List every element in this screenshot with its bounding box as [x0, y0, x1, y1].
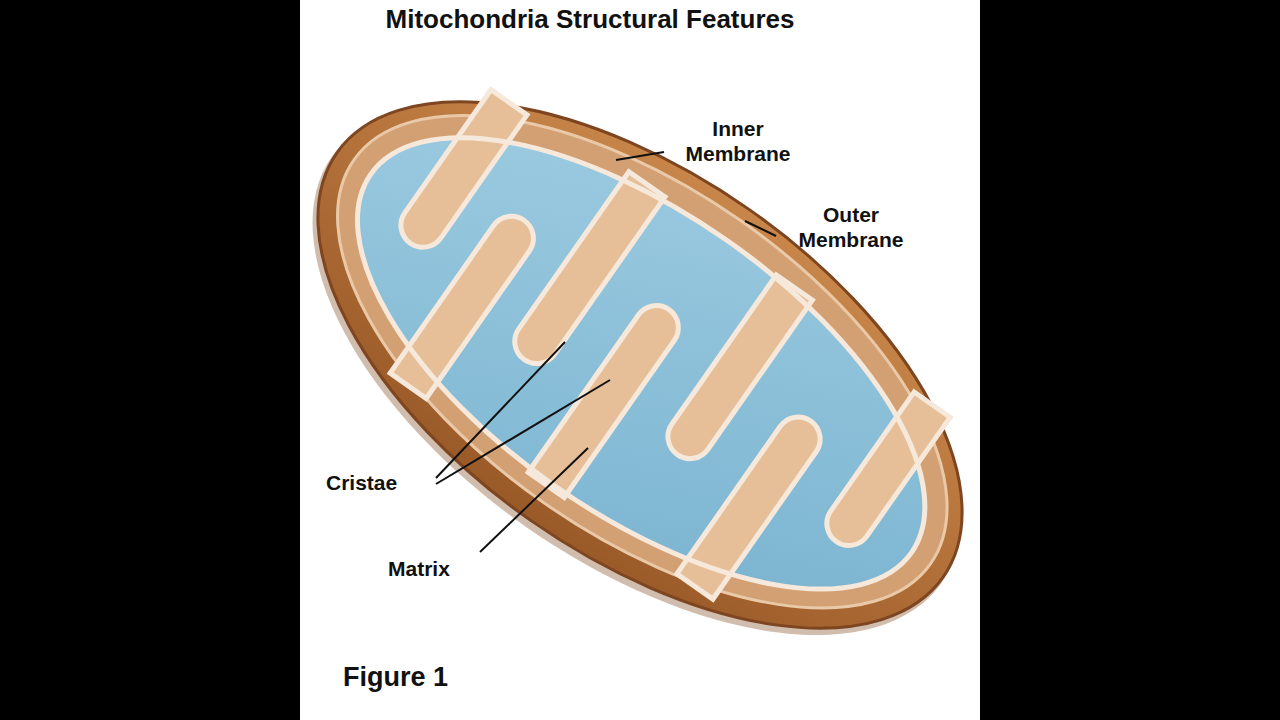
mitochondrion-body — [222, 0, 1054, 720]
part-label: Inner Membrane — [664, 116, 812, 166]
figure-caption: Figure 1 — [343, 662, 448, 693]
part-label: Outer Membrane — [776, 202, 926, 252]
diagram-title: Mitochondria Structural Features — [300, 4, 880, 35]
leader-lines — [436, 152, 776, 552]
part-label: Matrix — [388, 556, 450, 581]
part-label: Cristae — [326, 470, 397, 495]
